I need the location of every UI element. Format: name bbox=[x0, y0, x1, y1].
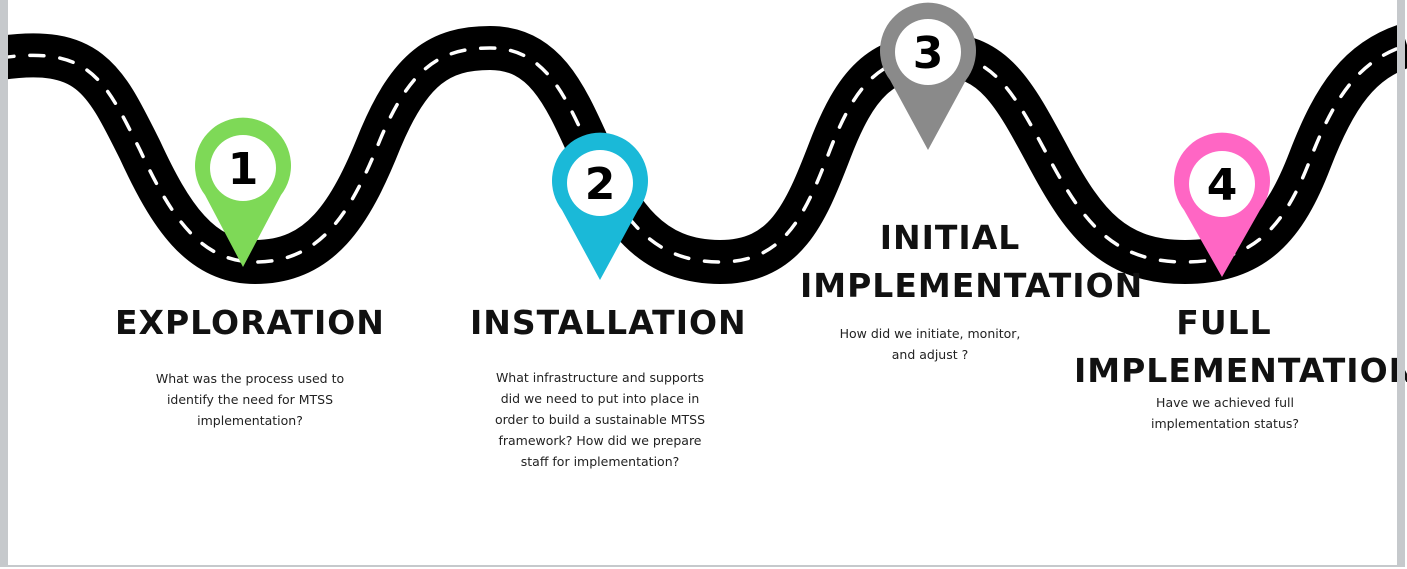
stage-4-title-line-2: IMPLEMENTATION bbox=[1074, 351, 1407, 390]
stage-2-description: What infrastructure and supports did we … bbox=[494, 370, 706, 469]
pin-4-number: 4 bbox=[1207, 160, 1238, 211]
stage-3-title-line-1: INITIAL bbox=[879, 218, 1021, 257]
stage-4-title-line-1: FULL bbox=[1176, 303, 1272, 342]
stage-3-title-line-2: IMPLEMENTATION bbox=[800, 266, 1144, 305]
pin-3-number: 3 bbox=[913, 28, 944, 79]
stage-1-description: What was the process used to identify th… bbox=[155, 371, 345, 428]
pin-1-number: 1 bbox=[228, 144, 259, 195]
pin-4-center bbox=[1189, 151, 1255, 217]
stage-4-description: Have we achieved full implementation sta… bbox=[1150, 395, 1300, 431]
stage-1-title: EXPLORATION bbox=[115, 303, 385, 342]
pin-1-center bbox=[210, 135, 276, 201]
stage-2-title: INSTALLATION bbox=[470, 303, 747, 342]
pin-2-number: 2 bbox=[585, 159, 616, 210]
pin-2-center bbox=[567, 150, 633, 216]
pin-3-center bbox=[895, 19, 961, 85]
stage-3-description: How did we initiate, monitor, and adjust… bbox=[839, 326, 1021, 362]
road-lane-marking bbox=[0, 43, 1407, 264]
